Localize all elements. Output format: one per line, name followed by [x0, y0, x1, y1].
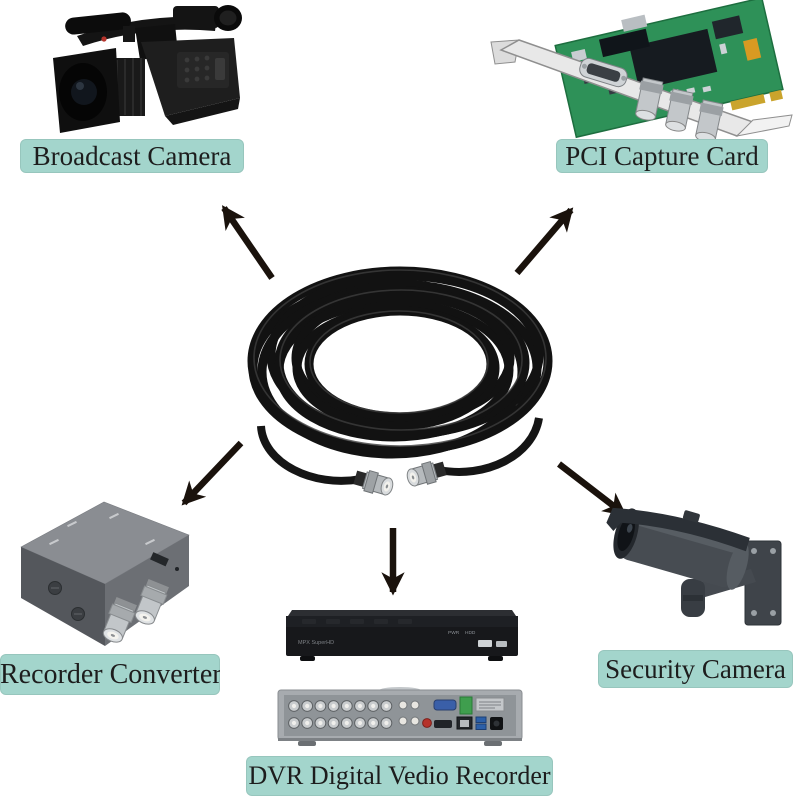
- vga-out-port: [433, 699, 457, 711]
- camera-viewfinder: [173, 6, 219, 28]
- shield-knob: [682, 510, 700, 523]
- dvr-rear-illustration: [277, 687, 523, 746]
- main-chip: [629, 28, 718, 90]
- cable-tail-right: [438, 417, 543, 476]
- label-broadcast-camera: Broadcast Camera: [20, 139, 244, 173]
- label-security-camera: Security Camera: [598, 650, 793, 688]
- hdmi-slot: [150, 552, 169, 567]
- camera-microphone: [65, 12, 131, 35]
- terminal-block: [459, 696, 473, 715]
- camera-buttons: [184, 55, 225, 83]
- cable-coil: [247, 266, 553, 459]
- bnc-connector-right: [406, 460, 447, 487]
- dvr-front-panel-photo: MPX SuperHD PWR HDD: [286, 610, 518, 661]
- pci-capture-card-photo: [490, 0, 793, 140]
- bnc-input-grid: [288, 700, 393, 729]
- case-screws: [48, 581, 85, 621]
- pcie-gold-fingers: [730, 93, 766, 111]
- box-left-face: [21, 547, 105, 646]
- video-out-rca: [422, 718, 432, 728]
- recorder-converter-photo: [20, 501, 190, 646]
- label-recorder-converter: Recorder Converter: [0, 654, 220, 695]
- label-dvr: DVR Digital Vedio Recorder: [246, 756, 553, 796]
- camera-body-group: [606, 507, 750, 590]
- bullet-body: [619, 511, 743, 588]
- camcorder-illustration: [53, 5, 242, 133]
- dvr-brand-text: MPX SuperHD: [298, 640, 334, 646]
- mini-usb-port: [621, 14, 648, 32]
- usb3-port: [475, 716, 487, 723]
- cctv-illustration: [606, 507, 782, 626]
- bnc-ports: [635, 77, 724, 140]
- dvr-usb-port: [478, 640, 492, 647]
- dvr-usb-port-2: [496, 641, 507, 647]
- rear-cap: [726, 541, 749, 590]
- broadcast-camera-photo: [53, 5, 242, 133]
- pcie-card-illustration: [490, 0, 793, 140]
- bnc-connector-left: [353, 469, 394, 496]
- sun-shield: [606, 507, 750, 552]
- usb3-port-2: [475, 723, 487, 730]
- dvr-pwr-led-label: PWR: [448, 630, 460, 636]
- security-camera-photo: [606, 507, 782, 626]
- mount-screws: [751, 548, 776, 616]
- camera-lens-glass: [71, 79, 97, 105]
- vga-port: [579, 57, 628, 88]
- dvr-hdd-led-label: HDD: [465, 630, 476, 636]
- converter-bnc-ports: [102, 579, 169, 643]
- label-pci-capture-card: PCI Capture Card: [556, 139, 768, 173]
- top-face-markings: [49, 512, 155, 546]
- rca-audio-jacks: [398, 700, 432, 728]
- dvr-front-illustration: MPX SuperHD PWR HDD: [286, 610, 518, 661]
- dvr-rear-panel-photo: [277, 687, 523, 746]
- cable-tail-left: [257, 425, 362, 485]
- hdmi-out-port: [434, 720, 452, 728]
- camera-red-dot: [101, 36, 107, 42]
- converter-box-illustration: [20, 501, 190, 646]
- bnc-cable-photo: [247, 266, 553, 496]
